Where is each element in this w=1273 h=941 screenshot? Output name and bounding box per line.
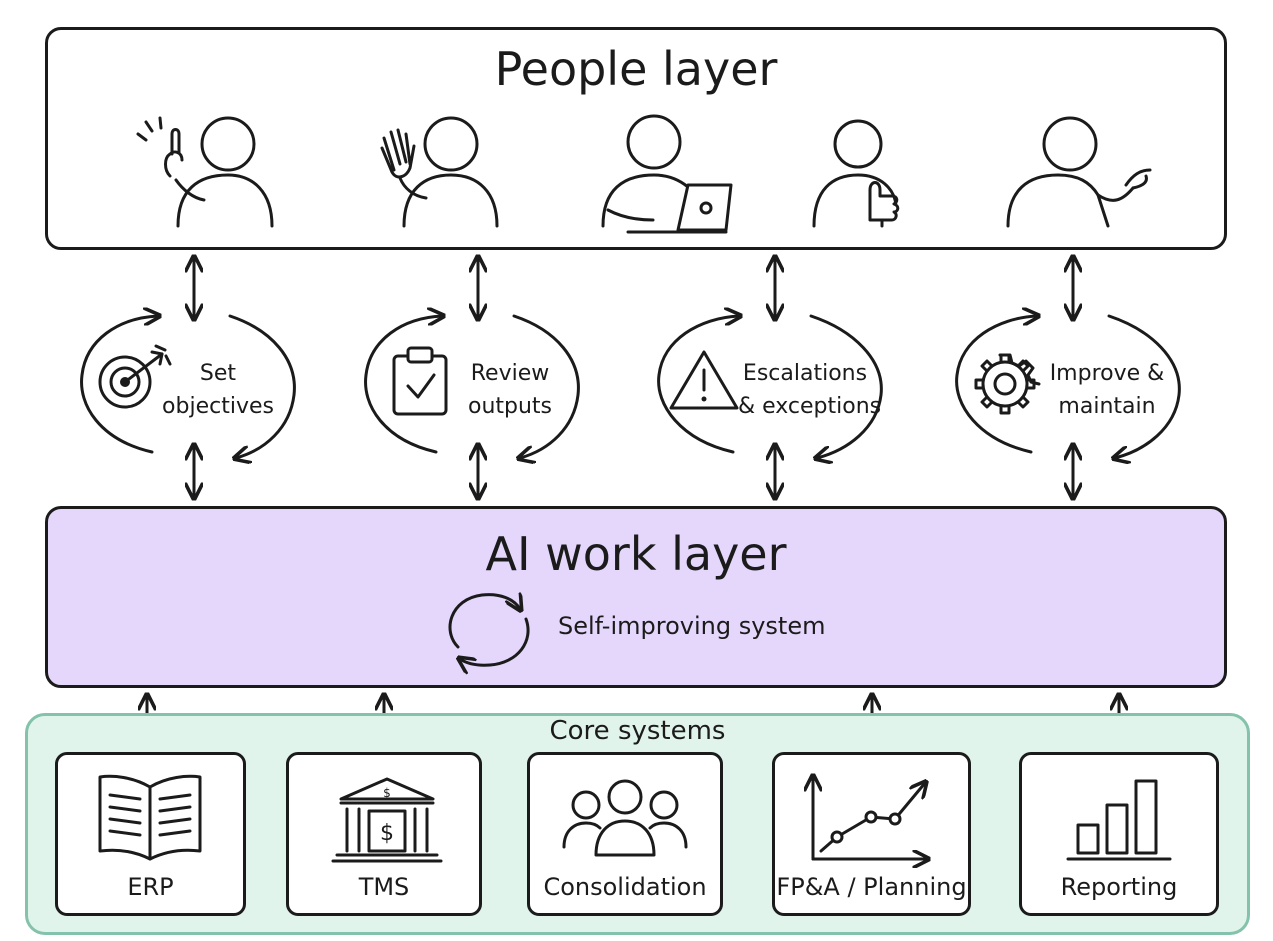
bar-chart-icon [1066,779,1172,861]
interaction-label-escalations: Escalations & exceptions [738,357,882,423]
ai-work-layer: AI work layer Self-improving system [45,506,1227,688]
svg-text:$: $ [383,786,391,800]
interaction-label-line1: Escalations [742,361,868,386]
clipboard-check-icon [392,346,448,416]
core-card-label: Consolidation [543,873,707,901]
core-systems-title: Core systems [549,716,726,746]
bank-icon: $ $ [331,777,443,863]
core-card-consolidation[interactable]: Consolidation [527,752,723,916]
interaction-label-line1: Review [470,361,550,386]
gear-icon [974,353,1041,415]
person-thumbs-up-icon [812,119,900,228]
line-chart-icon [775,755,968,913]
interaction-label-line1: Set [199,361,237,386]
interaction-label-line1: Improve & [1049,361,1165,386]
interaction-label-improve: Improve & maintain [1046,357,1168,423]
person-presenting-icon [1006,116,1152,228]
interaction-label-line2: & exceptions [738,394,882,419]
interaction-label-line2: outputs [467,394,553,419]
people-layer-title: People layer [494,42,778,96]
person-pointing-icon [136,116,274,228]
core-card-tms[interactable]: $ $ TMS [286,752,482,916]
ai-layer-subtitle: Self-improving system [558,612,826,640]
interaction-label-line2: objectives [162,394,274,419]
core-card-reporting[interactable]: Reporting [1019,752,1219,916]
person-waving-icon [380,116,499,228]
cycle-arrows-icon [448,585,530,675]
interaction-label-set-objectives: Set objectives [160,357,276,423]
people-layer: People layer [45,27,1227,250]
core-card-label: ERP [127,873,174,901]
core-card-erp[interactable]: ERP [55,752,246,916]
warning-icon [669,350,739,410]
group-icon [562,779,688,857]
ai-layer-title: AI work layer [485,527,787,581]
core-card-label: Reporting [1060,873,1178,901]
person-laptop-icon [601,114,733,234]
interaction-label-review-outputs: Review outputs [453,357,567,423]
core-card-fpa-planning[interactable]: FP&A / Planning [772,752,971,916]
svg-text:$: $ [380,821,394,846]
core-card-label: TMS [358,873,410,901]
core-card-label: FP&A / Planning [776,873,967,901]
interaction-label-line2: maintain [1058,394,1156,419]
open-book-icon [98,774,202,861]
